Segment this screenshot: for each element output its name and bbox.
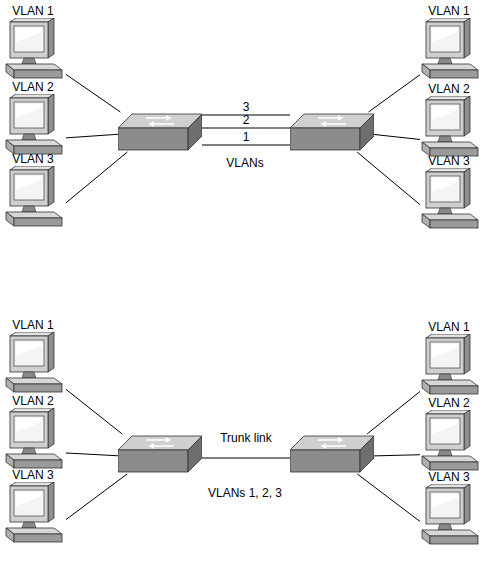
host-link [66, 74, 120, 112]
computer-icon [4, 94, 66, 158]
host-link [374, 455, 420, 456]
link-label: 3 [243, 100, 250, 114]
computer-node: VLAN 2 [420, 396, 482, 474]
vlan-label: VLAN 1 [420, 320, 478, 334]
switch-node [118, 434, 202, 474]
computer-icon [420, 168, 482, 232]
switch-link [202, 458, 290, 459]
host-link [368, 75, 420, 112]
vlan-label: VLAN 2 [420, 82, 478, 96]
computer-icon [4, 166, 66, 230]
computer-icon [420, 18, 482, 82]
computer-node: VLAN 3 [4, 468, 66, 546]
vlan-label: VLAN 2 [4, 394, 62, 408]
switch-link [202, 145, 290, 146]
switch-icon [290, 434, 374, 474]
switch-node [290, 434, 374, 474]
link-label: 1 [243, 130, 250, 144]
computer-icon [4, 482, 66, 546]
computer-icon [4, 18, 66, 82]
vlan-label: VLAN 1 [4, 318, 62, 332]
switch-icon [290, 112, 374, 152]
switch-node [290, 112, 374, 152]
host-link [367, 391, 420, 434]
computer-node: VLAN 3 [420, 154, 482, 232]
host-link [66, 474, 127, 520]
link-label: Trunk link [220, 431, 272, 445]
computer-node: VLAN 2 [420, 82, 482, 160]
computer-icon [4, 408, 66, 472]
computer-node: VLAN 1 [4, 318, 66, 396]
vlan-label: VLAN 1 [420, 4, 478, 18]
computer-icon [420, 484, 482, 548]
vlan-note: VLANs 1, 2, 3 [208, 486, 282, 500]
switch-node [118, 112, 202, 152]
switch-icon [118, 112, 202, 152]
computer-icon [420, 410, 482, 474]
vlan-label: VLAN 2 [420, 396, 478, 410]
host-link [374, 134, 420, 139]
vlan-label: VLAN 1 [4, 4, 62, 18]
link-label: 2 [243, 113, 250, 127]
computer-icon [420, 334, 482, 398]
computer-icon [4, 332, 66, 396]
computer-node: VLAN 1 [420, 320, 482, 398]
computer-node: VLAN 3 [420, 470, 482, 548]
vlan-label: VLAN 2 [4, 80, 62, 94]
computer-node: VLAN 1 [4, 4, 66, 82]
vlan-label: VLAN 3 [420, 470, 478, 484]
computer-node: VLAN 3 [4, 152, 66, 230]
vlan-label: VLAN 3 [420, 154, 478, 168]
computer-node: VLAN 2 [4, 80, 66, 158]
switch-link [202, 128, 290, 129]
host-link [66, 134, 118, 138]
host-link [66, 389, 122, 434]
computer-node: VLAN 2 [4, 394, 66, 472]
vlan-label: VLAN 3 [4, 468, 62, 482]
host-link [66, 152, 127, 203]
host-link [357, 152, 420, 205]
host-link [66, 453, 118, 456]
computer-node: VLAN 1 [420, 4, 482, 82]
computer-icon [420, 96, 482, 160]
switch-icon [118, 434, 202, 474]
vlan-note: VLANs [226, 156, 263, 170]
host-link [357, 474, 420, 521]
vlan-label: VLAN 3 [4, 152, 62, 166]
